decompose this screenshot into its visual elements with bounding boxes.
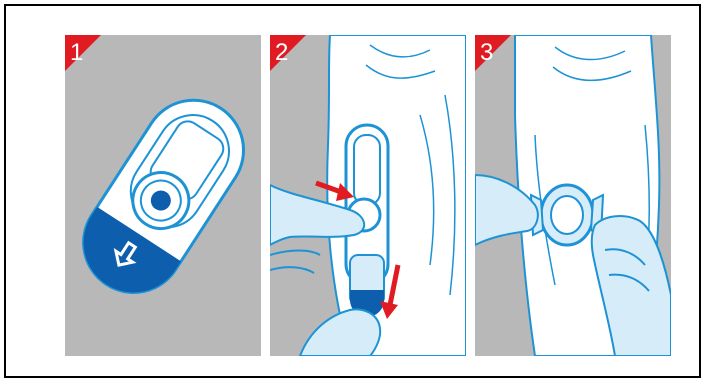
- step-number: 3: [480, 39, 493, 66]
- step-3-illustration: 3: [475, 35, 671, 356]
- step-1-panel: 1: [65, 35, 261, 356]
- step-2-illustration: 2: [270, 35, 466, 356]
- step-2-panel: 2: [270, 35, 466, 356]
- instruction-figure: 1: [4, 4, 701, 378]
- step-3-panel: 3: [475, 35, 671, 356]
- step-number: 2: [275, 39, 288, 66]
- step-number: 1: [70, 39, 83, 66]
- step-1-illustration: 1: [65, 35, 261, 356]
